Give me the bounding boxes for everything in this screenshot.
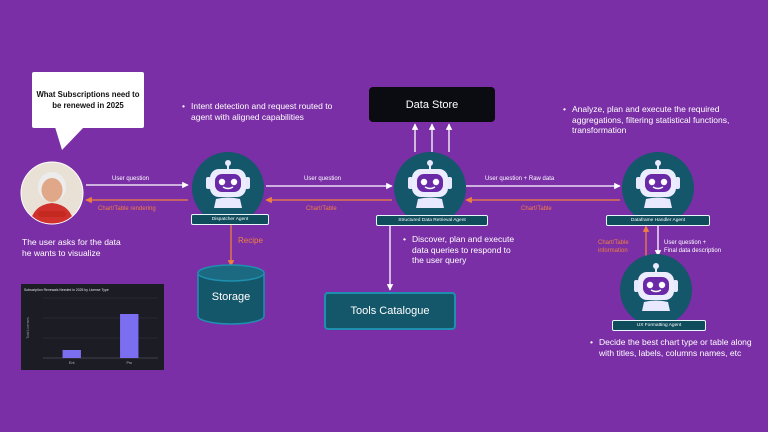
mini-chart-title: Subscription Renewals Needed in 2025 by … bbox=[24, 288, 109, 292]
robot-icon bbox=[636, 160, 680, 208]
retrieval-agent-label: Structured Data Retrieval Agent bbox=[376, 215, 488, 226]
tools-catalogue-label: Tools Catalogue bbox=[350, 305, 430, 317]
user-question-text: What Subscriptions need to be renewed in… bbox=[36, 90, 140, 110]
robot-icon bbox=[408, 160, 452, 208]
user-question-bubble: What Subscriptions need to be renewed in… bbox=[32, 72, 144, 128]
mini-chart-panel: Subscription Renewals Needed in 2025 by … bbox=[21, 284, 164, 370]
chart-tick-label: Ent bbox=[69, 361, 74, 365]
handler-agent-label: Dataframe Handler Agent bbox=[606, 215, 710, 226]
chart-tick-label: Pro bbox=[126, 361, 132, 365]
label-user-question-1: User question bbox=[112, 176, 150, 182]
label-chart-info-1: Chart/Table bbox=[598, 240, 629, 246]
formatting-description: Decide the best chart type or table alon… bbox=[590, 337, 757, 358]
label-chart-table-2: Chart/Table bbox=[521, 206, 552, 212]
robot-icon bbox=[206, 160, 250, 208]
formatting-agent-label: UX Formatting Agent bbox=[612, 320, 706, 331]
label-chart-info-2: information bbox=[598, 248, 628, 254]
chart-bar bbox=[120, 314, 139, 358]
label-chart-table-rendering: Chart/Table rendering bbox=[98, 206, 156, 212]
dispatcher-agent-label: Dispatcher Agent bbox=[191, 214, 269, 225]
storage-label: Storage bbox=[211, 291, 251, 303]
retrieval-description: Discover, plan and execute data queries … bbox=[403, 234, 517, 266]
storage-cylinder bbox=[197, 264, 265, 325]
data-store-label: Data Store bbox=[405, 98, 459, 111]
tools-catalogue-box: Tools Catalogue bbox=[324, 292, 456, 330]
handler-description: Analyze, plan and execute the required a… bbox=[563, 104, 740, 136]
dispatcher-description: Intent detection and request routed to a… bbox=[182, 101, 336, 122]
label-recipe: Recipe bbox=[238, 236, 263, 245]
data-store-box: Data Store bbox=[369, 87, 495, 122]
chart-bar bbox=[62, 350, 81, 358]
speech-bubble-tail bbox=[55, 127, 84, 150]
label-user-question-2: User question bbox=[304, 176, 342, 182]
label-user-question-final-1: User question + bbox=[664, 240, 707, 246]
user-caption: The user asks for the data he wants to v… bbox=[22, 237, 121, 258]
label-user-question-final-2: Final data description bbox=[664, 248, 722, 254]
robot-icon bbox=[634, 263, 678, 311]
label-chart-table-1: Chart/Table bbox=[306, 206, 337, 212]
chart-ylabel: Total Licenses bbox=[26, 317, 30, 339]
user-avatar bbox=[20, 161, 84, 225]
label-user-question-raw-data: User question + Raw data bbox=[485, 176, 555, 182]
